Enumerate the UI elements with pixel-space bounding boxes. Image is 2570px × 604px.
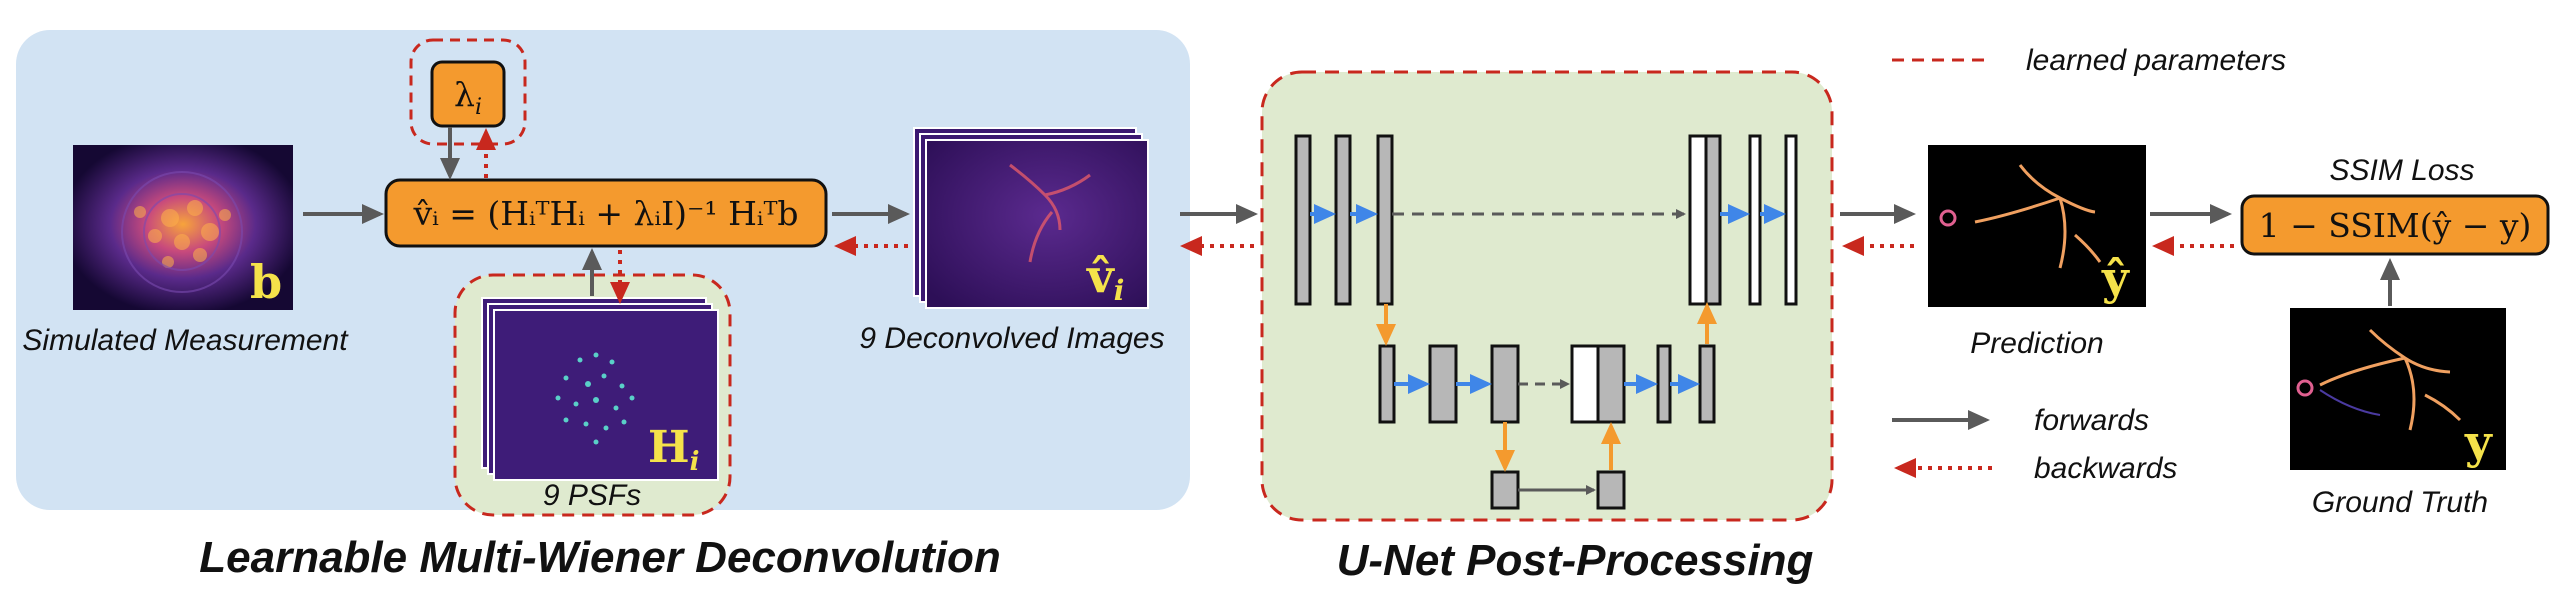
prediction-symbol: ŷ <box>2101 251 2130 305</box>
deconvolved-label: 9 Deconvolved Images <box>859 322 1164 355</box>
legend-learned-label: learned parameters <box>2026 44 2286 77</box>
unet-architecture <box>1294 134 1798 510</box>
psf-symbol: Hi <box>648 422 699 477</box>
psf-label: 9 PSFs <box>543 479 641 512</box>
measurement-image <box>73 145 293 310</box>
measurement-label: Simulated Measurement <box>22 324 349 357</box>
loss-title: SSIM Loss <box>2329 154 2474 187</box>
deconvolved-image-stack <box>913 127 1149 309</box>
deconvolved-symbol: v̂i <box>1086 249 1124 307</box>
legend: learned parameters forwards backwards <box>1892 44 2286 485</box>
prediction-image <box>1928 145 2146 307</box>
lambda-box <box>430 60 506 128</box>
prediction-label: Prediction <box>1970 327 2103 360</box>
ground-truth-symbol: y <box>2464 415 2493 469</box>
unet-arrows <box>1310 204 1786 495</box>
lambda-symbol: λi <box>454 75 482 120</box>
loss-box <box>2240 194 2550 256</box>
ground-truth-image <box>2290 308 2506 470</box>
wiener-formula: v̂ᵢ = (HᵢᵀHᵢ + λᵢI)⁻¹ Hᵢᵀb <box>412 194 798 233</box>
measurement-symbol: b <box>250 255 282 309</box>
psf-image-stack <box>481 297 719 481</box>
wiener-filter-box <box>384 178 828 248</box>
lambda-dashed-box <box>409 38 527 146</box>
ground-truth-label: Ground Truth <box>2312 486 2488 519</box>
loss-formula: 1 − SSIM(ŷ − y) <box>2259 206 2532 245</box>
legend-backwards-label: backwards <box>2034 452 2177 485</box>
deconvolution-title: Learnable Multi-Wiener Deconvolution <box>199 533 1000 582</box>
legend-forwards-label: forwards <box>2034 404 2149 437</box>
deconvolution-panel <box>16 30 1190 510</box>
unet-title: U-Net Post-Processing <box>1337 536 1814 585</box>
